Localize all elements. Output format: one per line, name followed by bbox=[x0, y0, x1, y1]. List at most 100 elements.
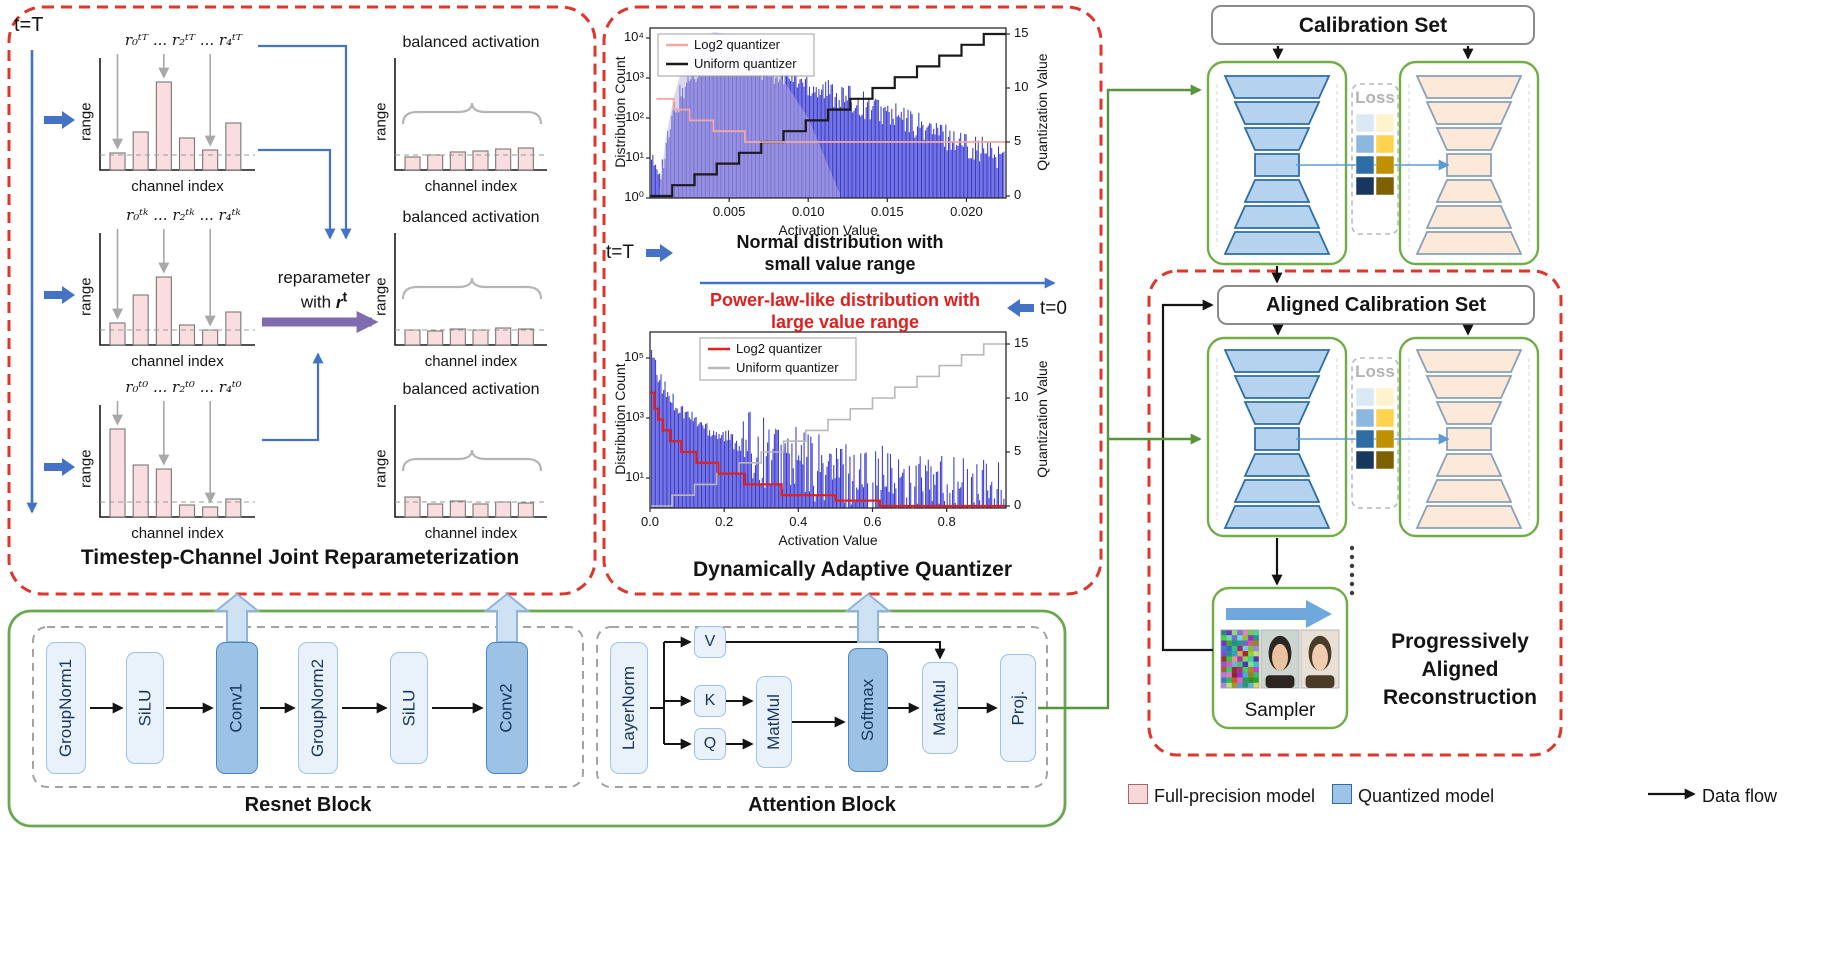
unet-layer bbox=[1243, 401, 1311, 425]
x-tick-label: 0.020 bbox=[950, 204, 983, 219]
channel-index-axis-label: channel index bbox=[131, 178, 224, 195]
normal-distribution-label-2: small value range bbox=[764, 254, 916, 274]
layernorm-block: LayerNorm bbox=[610, 642, 648, 774]
range-axis-label: range bbox=[372, 449, 390, 488]
t-equals-T-label: t=T bbox=[14, 14, 44, 36]
legend-entry-label: Uniform quantizer bbox=[736, 360, 839, 375]
unet-box bbox=[1206, 60, 1348, 266]
full-precision-swatch bbox=[1128, 784, 1148, 804]
progressive-line-3: Reconstruction bbox=[1382, 686, 1537, 709]
conv2-block: Conv2 bbox=[486, 642, 528, 774]
progressive-line-2: Aligned bbox=[1421, 658, 1499, 681]
y-left-axis-label: Distribution Count bbox=[611, 363, 628, 475]
y-left-tick-label: 10³ bbox=[625, 409, 644, 424]
power-law-label-2: large value range bbox=[770, 312, 920, 332]
conv1-block: Conv1 bbox=[216, 642, 258, 774]
block-arrow-up bbox=[213, 592, 261, 643]
unet-layer bbox=[1425, 101, 1513, 125]
sampler-label: Sampler bbox=[1244, 700, 1316, 721]
full-precision-legend-label: Full-precision model bbox=[1154, 786, 1316, 806]
unet-box bbox=[1398, 60, 1540, 266]
softmax-block: Softmax bbox=[848, 648, 888, 772]
legend-entry-label: Log2 quantizer bbox=[736, 341, 823, 356]
x-tick-label: 0.010 bbox=[791, 204, 825, 219]
sampler-box bbox=[1211, 586, 1349, 730]
unet-layer bbox=[1254, 427, 1300, 451]
groupnorm2-block: GroupNorm2 bbox=[298, 642, 338, 774]
y-left-tick-label: 10⁵ bbox=[624, 349, 644, 364]
unet-layer bbox=[1254, 153, 1300, 177]
quantized-legend-label: Quantized model bbox=[1358, 786, 1495, 806]
unet-layer bbox=[1435, 453, 1503, 477]
softmax-label: Softmax bbox=[858, 678, 878, 742]
calibration-set-title: Calibration Set bbox=[1298, 14, 1448, 37]
loss-label-top: Loss bbox=[1355, 88, 1395, 107]
unet-layer bbox=[1425, 479, 1513, 503]
matmul1-label: MatMul bbox=[764, 694, 784, 750]
t-end-label: t=0 bbox=[1040, 298, 1067, 319]
blocks-panel-border bbox=[7, 609, 1067, 828]
y-left-axis-label: Distribution Count bbox=[611, 56, 628, 168]
loss-box-top bbox=[1351, 83, 1399, 235]
proj-label: Proj. bbox=[1008, 690, 1027, 726]
attention-block-label: Attention Block bbox=[748, 794, 896, 816]
reparam-sup: t bbox=[342, 289, 348, 305]
quantizer-panel-title: Dynamically Adaptive Quantizer bbox=[693, 558, 1012, 581]
resnet-block-label: Resnet Block bbox=[244, 794, 372, 816]
y-right-tick-label: 5 bbox=[1014, 443, 1022, 458]
groupnorm1-label: GroupNorm1 bbox=[56, 658, 76, 758]
t-start-label: t=T bbox=[606, 242, 634, 263]
unet-layer bbox=[1243, 453, 1311, 477]
y-left-tick-label: 10¹ bbox=[625, 149, 644, 164]
y-right-tick-label: 5 bbox=[1014, 133, 1022, 148]
balanced-activation-label: balanced activation bbox=[402, 209, 540, 226]
unet-box bbox=[1206, 336, 1348, 538]
y-right-tick-label: 10 bbox=[1014, 389, 1029, 404]
unet-layer bbox=[1223, 349, 1331, 373]
legend-entry-label: Log2 quantizer bbox=[694, 37, 781, 52]
range-values-label: r₀ᵗᵀ ... r₂ᵗᵀ ... r₄ᵗᵀ bbox=[124, 31, 243, 49]
unet-layer bbox=[1425, 375, 1513, 399]
y-right-tick-label: 15 bbox=[1014, 335, 1029, 350]
data-flow-legend-label: Data flow bbox=[1702, 786, 1778, 806]
unet-layer bbox=[1223, 505, 1331, 529]
x-tick-label: 0.005 bbox=[712, 204, 746, 219]
y-left-tick-label: 10² bbox=[625, 109, 644, 124]
x-axis-label: Activation Value bbox=[778, 222, 878, 238]
progressive-line-1: Progressively bbox=[1391, 630, 1529, 653]
channel-index-axis-label: channel index bbox=[131, 353, 224, 370]
range-axis-label: range bbox=[77, 277, 95, 316]
y-left-tick-label: 10⁴ bbox=[623, 29, 644, 44]
channel-index-axis-label: channel index bbox=[424, 353, 518, 370]
y-right-tick-label: 15 bbox=[1014, 25, 1029, 40]
channel-index-axis-label: channel index bbox=[424, 525, 518, 542]
x-tick-label: 0.0 bbox=[640, 514, 660, 529]
y-right-tick-label: 10 bbox=[1014, 79, 1029, 94]
channel-index-axis-label: channel index bbox=[131, 525, 224, 542]
y-left-tick-label: 10⁰ bbox=[624, 189, 644, 204]
balanced-activation-label: balanced activation bbox=[402, 381, 540, 398]
unet-layer bbox=[1446, 427, 1492, 451]
reparam-panel-title: Timestep-Channel Joint Reparameterizatio… bbox=[80, 546, 520, 569]
unet-layer bbox=[1435, 127, 1503, 151]
block-arrow-up bbox=[844, 592, 892, 643]
normal-distribution-label-1: Normal distribution with bbox=[736, 232, 944, 252]
resnet-dashed-box bbox=[32, 626, 584, 788]
matmul1-block: MatMul bbox=[756, 676, 792, 768]
unet-layer bbox=[1415, 349, 1523, 373]
k-block: K bbox=[694, 685, 726, 717]
unet-layer bbox=[1446, 153, 1492, 177]
y-left-tick-label: 10¹ bbox=[625, 469, 644, 484]
reparameter-label-line1: reparameter bbox=[277, 268, 371, 287]
y-right-tick-label: 0 bbox=[1014, 187, 1022, 202]
y-right-axis-label: Quantization Value bbox=[1033, 360, 1050, 478]
reparam-with-word: with bbox=[300, 292, 332, 312]
loss-label-bottom: Loss bbox=[1355, 362, 1395, 381]
x-tick-label: 0.4 bbox=[789, 514, 808, 529]
silu2-block: SiLU bbox=[390, 652, 428, 764]
matmul2-label: MatMul bbox=[930, 680, 950, 736]
unet-layer bbox=[1233, 205, 1321, 229]
q-block: Q bbox=[694, 728, 726, 760]
